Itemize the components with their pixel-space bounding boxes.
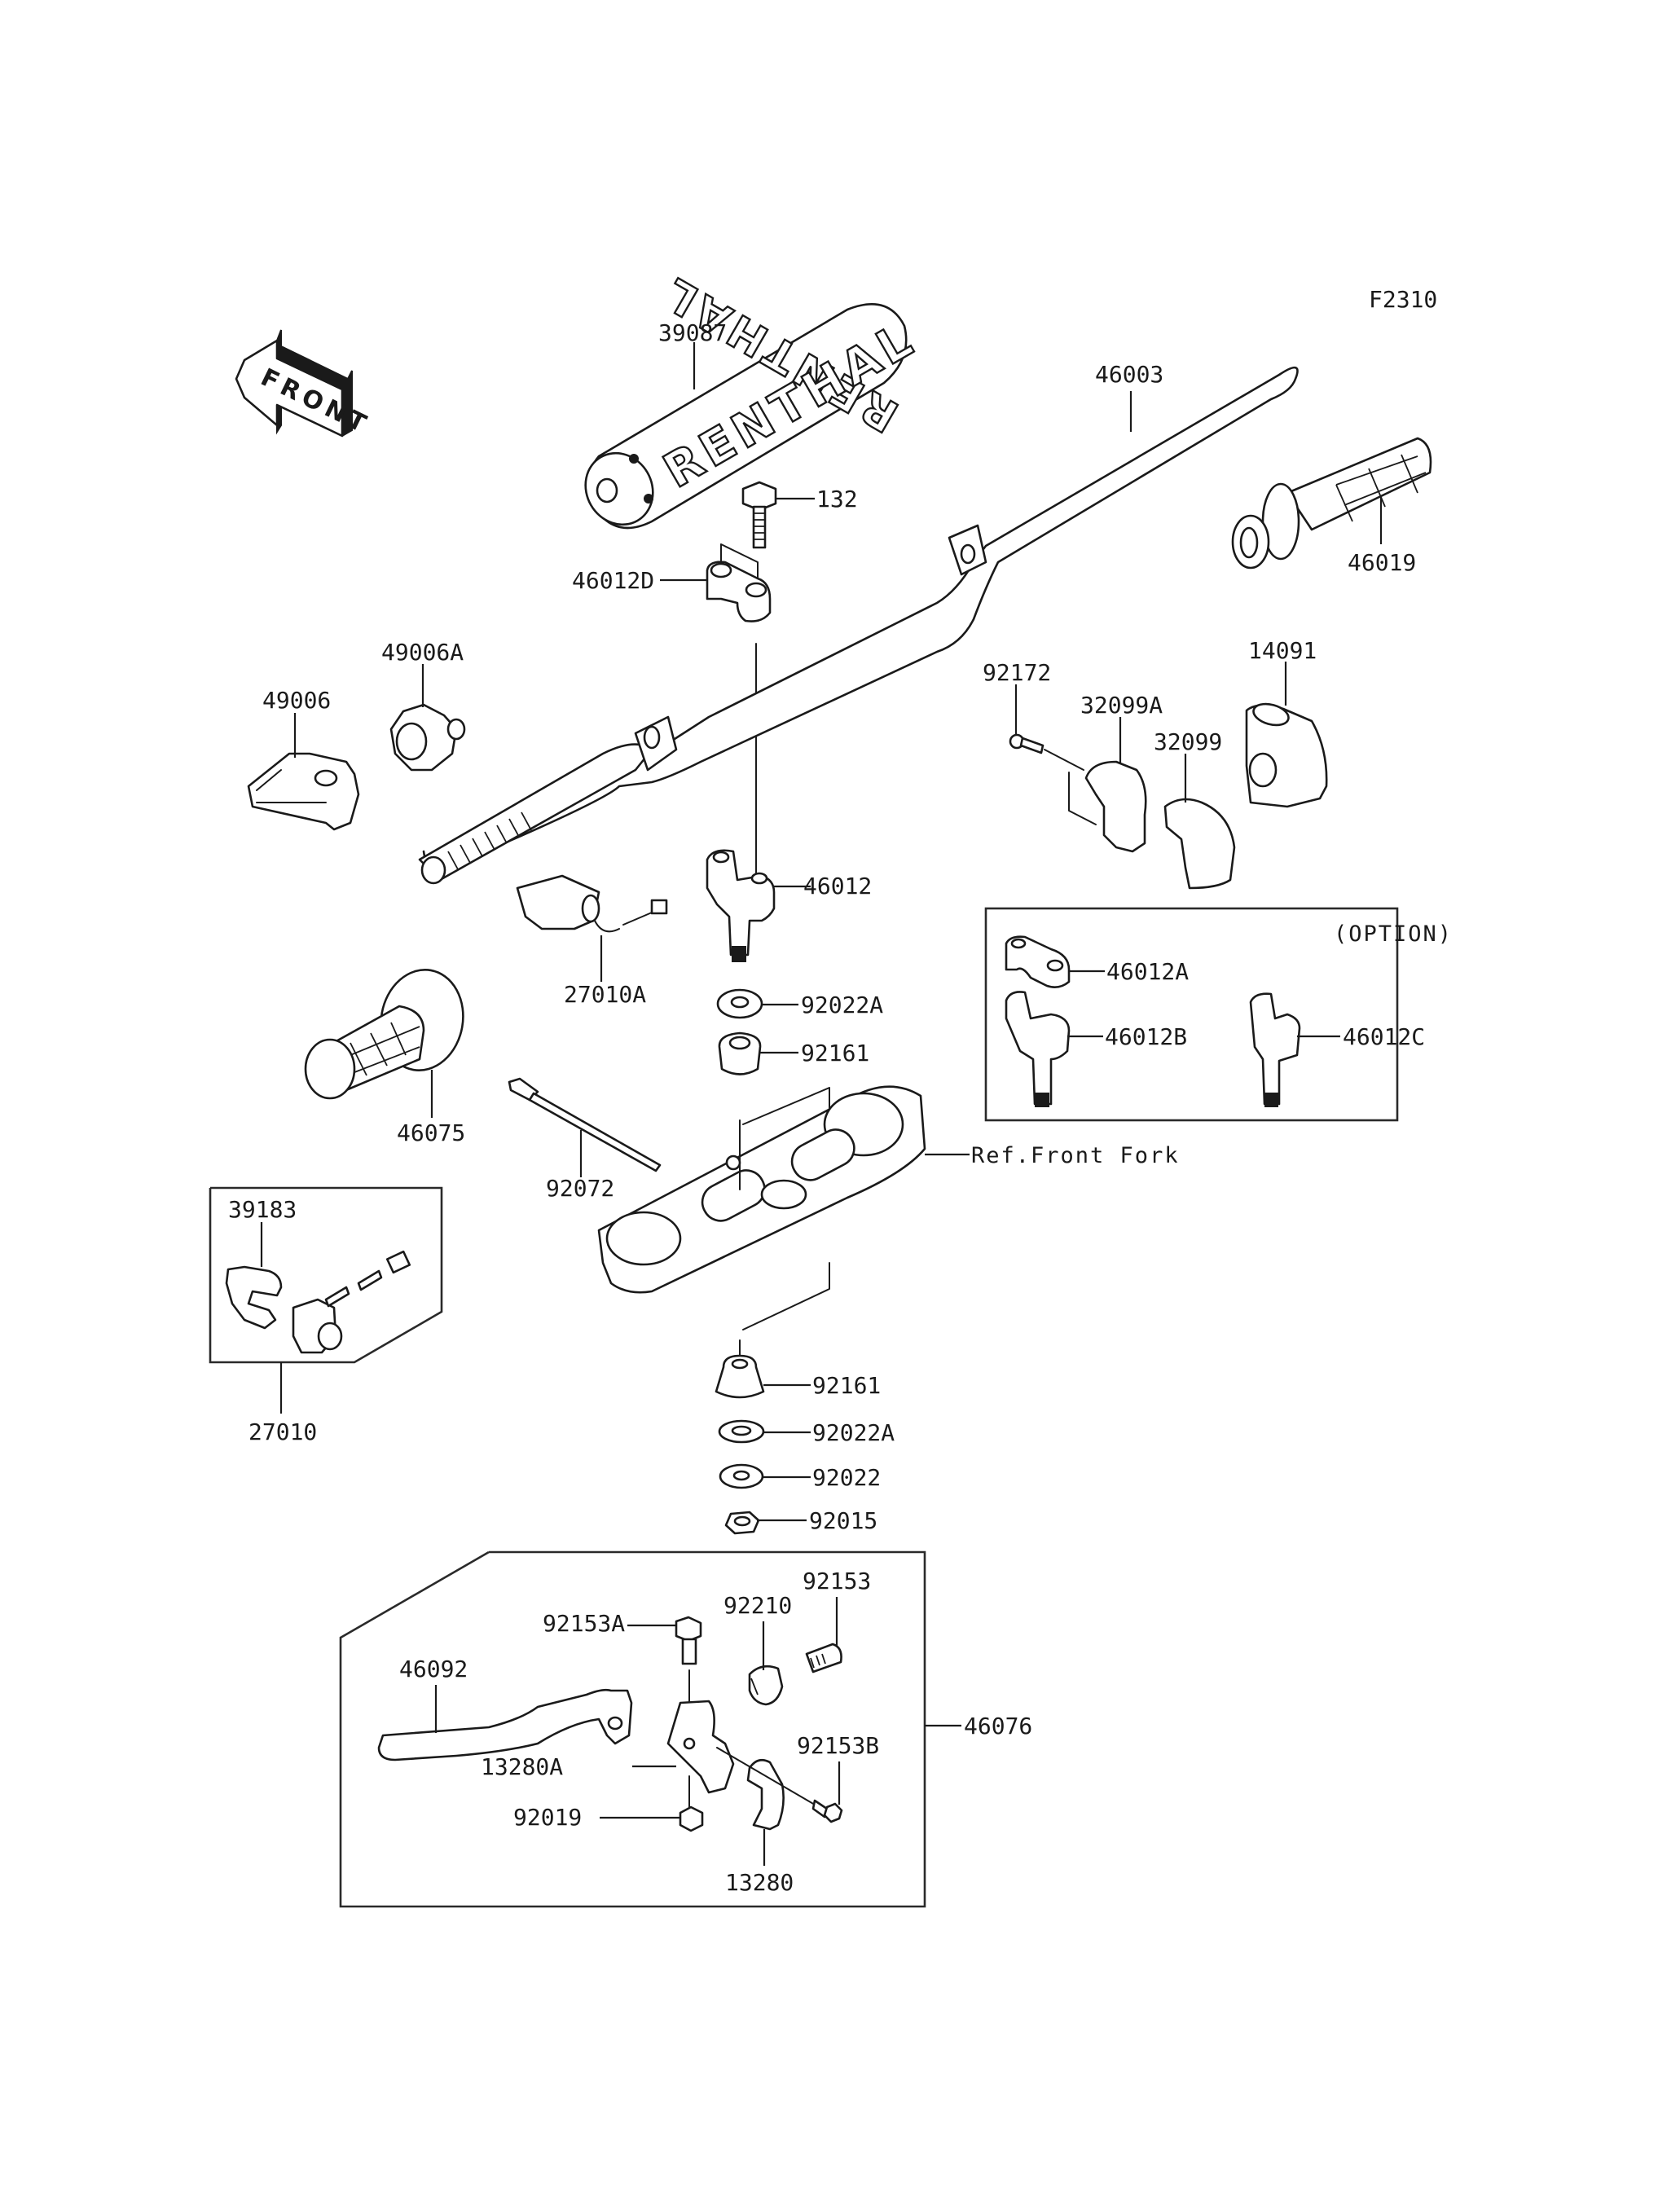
option-box-title: (OPTION) (1334, 921, 1453, 947)
clamp-46012a-shape (1005, 935, 1071, 988)
part-label-46012[interactable]: 46012 (803, 873, 872, 899)
throttle-housing-32099a (1068, 760, 1147, 853)
switch-27010a (516, 874, 668, 933)
part-label-46019[interactable]: 46019 (1348, 549, 1416, 576)
nut-92015 (724, 1511, 760, 1535)
part-label-92022A-upper[interactable]: 92022A (801, 992, 883, 1018)
part-label-27010A[interactable]: 27010A (564, 981, 646, 1008)
part-label-46012A[interactable]: 46012A (1106, 958, 1189, 985)
handlebar-riser-46012 (706, 849, 776, 962)
part-label-49006A[interactable]: 49006A (381, 639, 464, 666)
option-parts-box: (OPTION) (984, 907, 1453, 1122)
part-label-46076[interactable]: 46076 (964, 1713, 1032, 1739)
left-grip-46075 (304, 969, 464, 1100)
part-label-46012B[interactable]: 46012B (1105, 1023, 1187, 1050)
part-label-39183[interactable]: 39183 (228, 1196, 297, 1223)
cable-tie-92072 (508, 1077, 662, 1172)
rubber-damper-92161-upper (718, 1031, 762, 1075)
part-label-39087[interactable]: 39087 (658, 319, 727, 346)
bolt-132 (741, 481, 777, 549)
part-label-46012D[interactable]: 46012D (572, 567, 654, 594)
part-label-92210[interactable]: 92210 (723, 1592, 792, 1619)
part-label-49006[interactable]: 49006 (262, 687, 331, 714)
washer-92022a-lower (718, 1419, 765, 1444)
reference-note-front-fork[interactable]: Ref.Front Fork (971, 1143, 1180, 1168)
part-label-92153[interactable]: 92153 (803, 1568, 871, 1594)
throttle-grip-46019 (1231, 437, 1432, 570)
rubber-damper-92161-lower (715, 1354, 765, 1399)
riser-46012c-shape (1249, 992, 1301, 1106)
part-label-92015[interactable]: 92015 (809, 1507, 877, 1534)
upper-clamp-46012d (706, 543, 772, 622)
part-label-92153A[interactable]: 92153A (543, 1610, 625, 1637)
part-label-46092[interactable]: 46092 (399, 1656, 468, 1682)
part-label-46075[interactable]: 46075 (397, 1119, 465, 1146)
part-label-92019[interactable]: 92019 (513, 1804, 582, 1831)
part-label-13280A[interactable]: 13280A (481, 1753, 563, 1780)
part-label-92022A-lower[interactable]: 92022A (812, 1419, 895, 1446)
part-label-92072[interactable]: 92072 (546, 1175, 614, 1202)
washer-92022 (719, 1463, 764, 1489)
diagram-code: F2310 (1369, 286, 1437, 313)
cable-boot-49006 (247, 752, 360, 831)
upper-triple-clamp (597, 1085, 926, 1330)
handlebar-46003 (418, 366, 1299, 885)
part-label-14091[interactable]: 14091 (1248, 637, 1317, 664)
part-label-46003[interactable]: 46003 (1095, 361, 1163, 388)
part-label-92161-lower[interactable]: 92161 (812, 1372, 881, 1399)
adjuster-49006a (389, 703, 466, 772)
throttle-housing-32099 (1163, 798, 1236, 890)
riser-46012b-shape (1005, 991, 1071, 1106)
part-label-92161-upper[interactable]: 92161 (801, 1040, 869, 1067)
switch-assembly-box (209, 1186, 443, 1364)
part-label-13280[interactable]: 13280 (725, 1869, 794, 1896)
part-label-32099A[interactable]: 32099A (1080, 692, 1163, 719)
screw-92172 (1009, 733, 1084, 771)
part-label-92172[interactable]: 92172 (983, 659, 1051, 686)
part-label-46012C[interactable]: 46012C (1343, 1023, 1425, 1050)
part-label-92022[interactable]: 92022 (812, 1464, 881, 1491)
throttle-cover-14091 (1245, 702, 1328, 808)
part-label-132[interactable]: 132 (816, 486, 858, 512)
washer-92022a-upper (716, 988, 763, 1019)
part-label-32099[interactable]: 32099 (1154, 728, 1222, 755)
part-label-27010[interactable]: 27010 (248, 1418, 317, 1445)
part-label-92153B[interactable]: 92153B (797, 1732, 879, 1759)
front-arrow-icon: FRONT (235, 329, 375, 441)
